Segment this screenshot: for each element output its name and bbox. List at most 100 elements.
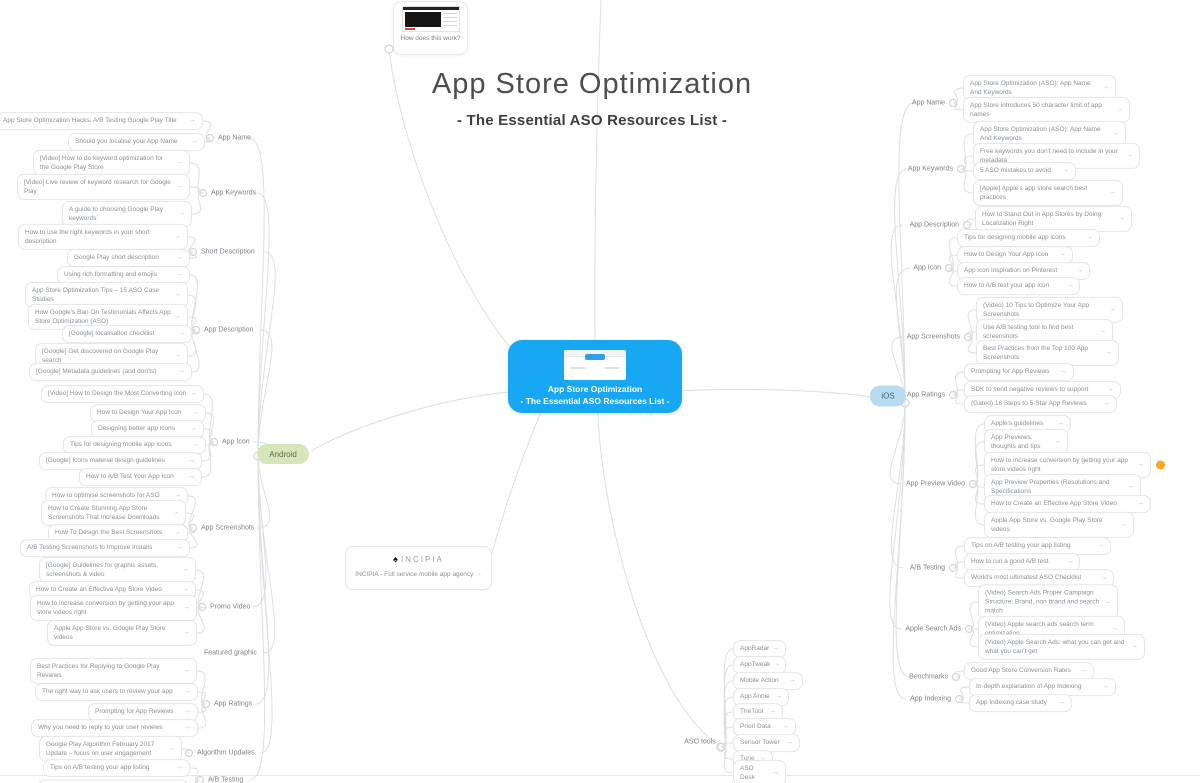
resource-node[interactable]: [Apple] Apple's app store search best pr…	[973, 179, 1123, 207]
resource-node[interactable]: App Store Optimization (ASO): App Name A…	[963, 74, 1116, 102]
resource-node[interactable]: [Video] How to do keyword optimization f…	[33, 149, 190, 177]
link-arrow-icon[interactable]: →	[184, 724, 191, 732]
resource-node[interactable]: How to increase conversion by getting yo…	[30, 594, 197, 622]
category-node[interactable]: A/B Testing	[909, 564, 945, 572]
link-arrow-icon[interactable]: →	[191, 138, 198, 146]
link-arrow-icon[interactable]: →	[174, 529, 181, 537]
link-arrow-icon[interactable]: →	[1062, 167, 1069, 175]
resource-node[interactable]: Prompting for App Reviews→	[964, 363, 1074, 381]
link-arrow-icon[interactable]: →	[1131, 643, 1138, 651]
link-arrow-icon[interactable]: →	[183, 667, 190, 675]
link-arrow-icon[interactable]: →	[759, 755, 766, 763]
link-arrow-icon[interactable]: →	[192, 409, 199, 417]
category-node[interactable]: App Keywords	[211, 189, 257, 197]
incipia-node[interactable]: ♠INCIPIA INCIPIA - Full service mobile a…	[345, 546, 492, 590]
link-arrow-icon[interactable]: →	[1066, 282, 1073, 290]
resource-node[interactable]: App Store introduces 50 character limit …	[963, 96, 1130, 124]
category-node[interactable]: App Name	[911, 99, 945, 107]
link-arrow-icon[interactable]: →	[773, 661, 781, 669]
resource-node[interactable]: App Indexing case study→	[969, 694, 1072, 712]
branch-node-android[interactable]: Android	[257, 444, 309, 464]
how-it-works-node[interactable]: How does this work?	[393, 1, 468, 55]
link-arrow-icon[interactable]: →	[176, 271, 183, 279]
category-node[interactable]: App Icon	[913, 264, 941, 272]
resource-node[interactable]: Google Play short description→	[67, 249, 190, 267]
resource-node[interactable]: [Google] Guidelines for graphic assets, …	[39, 556, 196, 584]
resource-node[interactable]: [Video] How to Design the Most Convertin…	[41, 385, 204, 403]
link-arrow-icon[interactable]: →	[1102, 683, 1109, 691]
link-arrow-icon[interactable]: →	[786, 739, 793, 747]
resource-node[interactable]: App Store Optimization Hacks: A/B Testin…	[0, 112, 203, 130]
link-arrow-icon[interactable]: →	[178, 330, 185, 338]
resource-node[interactable]: A guide to choosing Google Play keywords…	[62, 200, 192, 228]
resource-node[interactable]: Best Practices from the Top 100 App Scre…	[976, 339, 1119, 367]
link-arrow-icon[interactable]: →	[1127, 483, 1134, 491]
link-arrow-icon[interactable]: →	[190, 390, 197, 398]
link-arrow-icon[interactable]: →	[174, 352, 181, 360]
link-arrow-icon[interactable]: →	[184, 688, 191, 696]
category-node[interactable]: Algorithm Updates	[197, 749, 255, 757]
link-arrow-icon[interactable]: →	[782, 723, 789, 731]
resource-node[interactable]: [Google] localisation checklist→	[62, 325, 192, 343]
link-arrow-icon[interactable]: →	[172, 509, 179, 517]
resource-node[interactable]: Priori Data→	[733, 718, 796, 736]
category-node[interactable]: App Screenshots	[201, 524, 255, 532]
link-arrow-icon[interactable]: →	[1116, 106, 1123, 114]
resource-node[interactable]: Tips on A/B testing your app listing→	[43, 759, 190, 777]
resource-node[interactable]: Apple App Store vs. Google Play Store vi…	[984, 511, 1134, 539]
resource-node[interactable]: (Gated) 16 Steps to 5-Star App Reviews→	[964, 395, 1117, 413]
link-arrow-icon[interactable]: →	[769, 708, 776, 716]
resource-node[interactable]: How to A/B test your app icon→	[957, 277, 1080, 295]
resource-node[interactable]: A/B Testing Screenshots to Improve Insta…	[20, 539, 190, 557]
link-arrow-icon[interactable]: →	[1066, 558, 1073, 566]
link-arrow-icon[interactable]: →	[188, 457, 195, 465]
link-arrow-icon[interactable]: →	[1107, 386, 1114, 394]
link-arrow-icon[interactable]: →	[1137, 500, 1144, 508]
resource-node[interactable]: Tips for designing mobile app icons→	[957, 229, 1100, 247]
link-arrow-icon[interactable]: →	[1054, 438, 1061, 446]
category-node[interactable]: App Screenshots	[906, 333, 960, 341]
link-arrow-icon[interactable]: →	[1103, 400, 1110, 408]
link-arrow-icon[interactable]: →	[1111, 625, 1118, 633]
link-arrow-icon[interactable]: →	[475, 571, 482, 578]
category-node[interactable]: App Preview Video	[905, 480, 965, 488]
category-node[interactable]: App Name	[218, 134, 252, 142]
category-node[interactable]: Featured graphic	[204, 649, 257, 657]
link-arrow-icon[interactable]: →	[1126, 152, 1133, 160]
branch-node-ios[interactable]: iOS	[870, 385, 906, 407]
link-arrow-icon[interactable]: →	[176, 544, 183, 552]
category-node[interactable]: App Description	[204, 326, 254, 334]
resource-node[interactable]: How to Create an Effective App Store Vid…	[984, 495, 1151, 513]
link-arrow-icon[interactable]: →	[1102, 84, 1109, 92]
link-arrow-icon[interactable]: →	[1109, 189, 1116, 197]
resource-node[interactable]: [Video] Live review of keyword research …	[17, 173, 190, 201]
resource-node[interactable]: How to use the right keywords in your sh…	[18, 223, 188, 251]
resource-node[interactable]: ASO Desk→	[733, 759, 786, 783]
resource-node[interactable]: Apple App Store vs. Google Play Store vi…	[47, 619, 197, 647]
resource-node[interactable]: 5 ASO mistakes to avoid→	[973, 162, 1076, 180]
link-arrow-icon[interactable]: →	[189, 117, 196, 125]
link-arrow-icon[interactable]: →	[1109, 306, 1116, 314]
link-arrow-icon[interactable]: →	[183, 629, 190, 637]
category-node[interactable]: App Description	[909, 221, 959, 229]
resource-node[interactable]: (Video) Search Ads Proper Campaign Struc…	[978, 584, 1118, 620]
link-arrow-icon[interactable]: →	[1080, 667, 1087, 675]
category-node[interactable]: App Keywords	[907, 165, 953, 173]
resource-node[interactable]: The right way to ask users to review you…	[35, 683, 198, 701]
link-arrow-icon[interactable]: →	[176, 764, 183, 772]
category-node[interactable]: Promo Video	[210, 603, 251, 611]
link-arrow-icon[interactable]: →	[1076, 267, 1083, 275]
branch-node-aso-tools[interactable]: ASO tools	[684, 738, 716, 746]
link-arrow-icon[interactable]: →	[178, 368, 185, 376]
link-arrow-icon[interactable]: →	[1105, 349, 1112, 357]
link-arrow-icon[interactable]: →	[174, 291, 181, 299]
resource-node[interactable]: [Google] Metadata guidelines (and don'ts…	[29, 363, 192, 381]
link-arrow-icon[interactable]: →	[772, 645, 780, 653]
resource-node[interactable]	[38, 779, 188, 783]
resource-node[interactable]: Best Practices for Replying to Google Pl…	[30, 657, 197, 685]
link-arrow-icon[interactable]: →	[190, 425, 197, 433]
resource-node[interactable]: (Video) Apple Search Ads: what you can g…	[978, 633, 1145, 661]
link-arrow-icon[interactable]: →	[176, 254, 183, 262]
link-arrow-icon[interactable]: →	[182, 586, 189, 594]
link-arrow-icon[interactable]: →	[772, 769, 779, 777]
